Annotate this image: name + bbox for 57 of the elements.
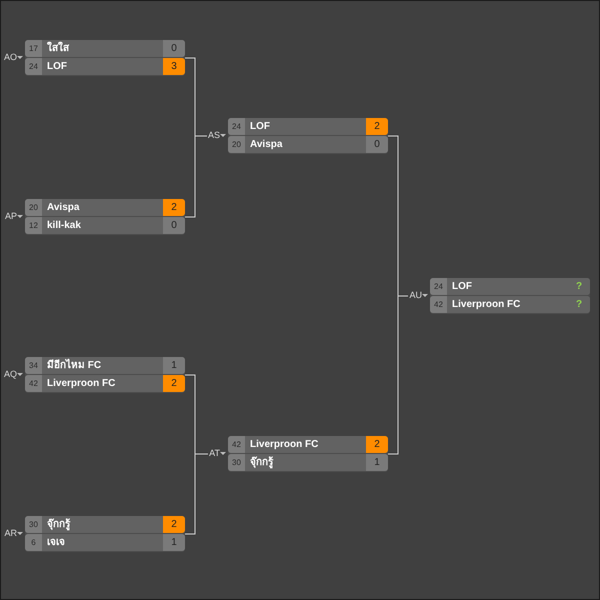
team-name: Avispa	[249, 138, 284, 152]
bracket-line	[184, 136, 208, 218]
score: 2	[366, 118, 388, 135]
team-name: มีอีกไหม FC	[46, 358, 102, 373]
team-row	[430, 296, 590, 313]
team-row	[25, 58, 185, 75]
team-name: ใสใส	[46, 40, 70, 56]
team-row	[228, 136, 388, 153]
seed-number: 24	[430, 278, 447, 295]
team-row	[228, 118, 388, 135]
team-name: LOF	[451, 280, 473, 294]
team-name: Liverproon FC	[46, 377, 116, 391]
score: 0	[163, 40, 185, 57]
team-row	[25, 357, 185, 374]
score: 2	[163, 516, 185, 533]
seed-number: 42	[25, 375, 42, 392]
seed-number: 24	[25, 58, 42, 75]
team-name: Avispa	[46, 201, 80, 215]
seed-number: 20	[25, 199, 42, 216]
team-name: Liverproon FC	[249, 438, 320, 452]
score: 1	[366, 454, 388, 471]
team-row	[25, 199, 185, 216]
score: 1	[163, 534, 185, 551]
team-row	[228, 436, 388, 453]
bracket-line	[388, 296, 408, 454]
team-name: kill-kak	[46, 219, 82, 233]
team-name: LOF	[46, 60, 68, 74]
score: 3	[163, 58, 185, 75]
team-row	[25, 516, 185, 533]
team-name: จุ๊กกรู้	[249, 455, 274, 470]
team-row	[25, 40, 185, 57]
team-name: จุ๊กกรู้	[46, 517, 72, 532]
seed-number: 12	[25, 217, 42, 234]
seed-number: 6	[25, 534, 42, 551]
team-row	[25, 217, 185, 234]
seed-number: 30	[25, 516, 42, 533]
team-row	[430, 278, 590, 295]
team-row	[25, 375, 185, 392]
seed-number: 20	[228, 136, 245, 153]
score: 2	[163, 375, 185, 392]
team-name: LOF	[249, 120, 271, 134]
seed-number: 42	[228, 436, 245, 453]
score: 1	[163, 357, 185, 374]
team-row	[25, 534, 185, 551]
bracket-line	[184, 454, 208, 534]
team-name: เจเจ	[46, 536, 66, 550]
score: 2	[163, 199, 185, 216]
seed-number: 42	[430, 296, 447, 313]
seed-number: 30	[228, 454, 245, 471]
score: 0	[163, 217, 185, 234]
seed-number: 24	[228, 118, 245, 135]
team-row	[228, 454, 388, 471]
team-name: Liverproon FC	[451, 298, 522, 312]
score: 2	[366, 436, 388, 453]
seed-number: 17	[25, 40, 42, 57]
seed-number: 34	[25, 357, 42, 374]
score: 0	[366, 136, 388, 153]
